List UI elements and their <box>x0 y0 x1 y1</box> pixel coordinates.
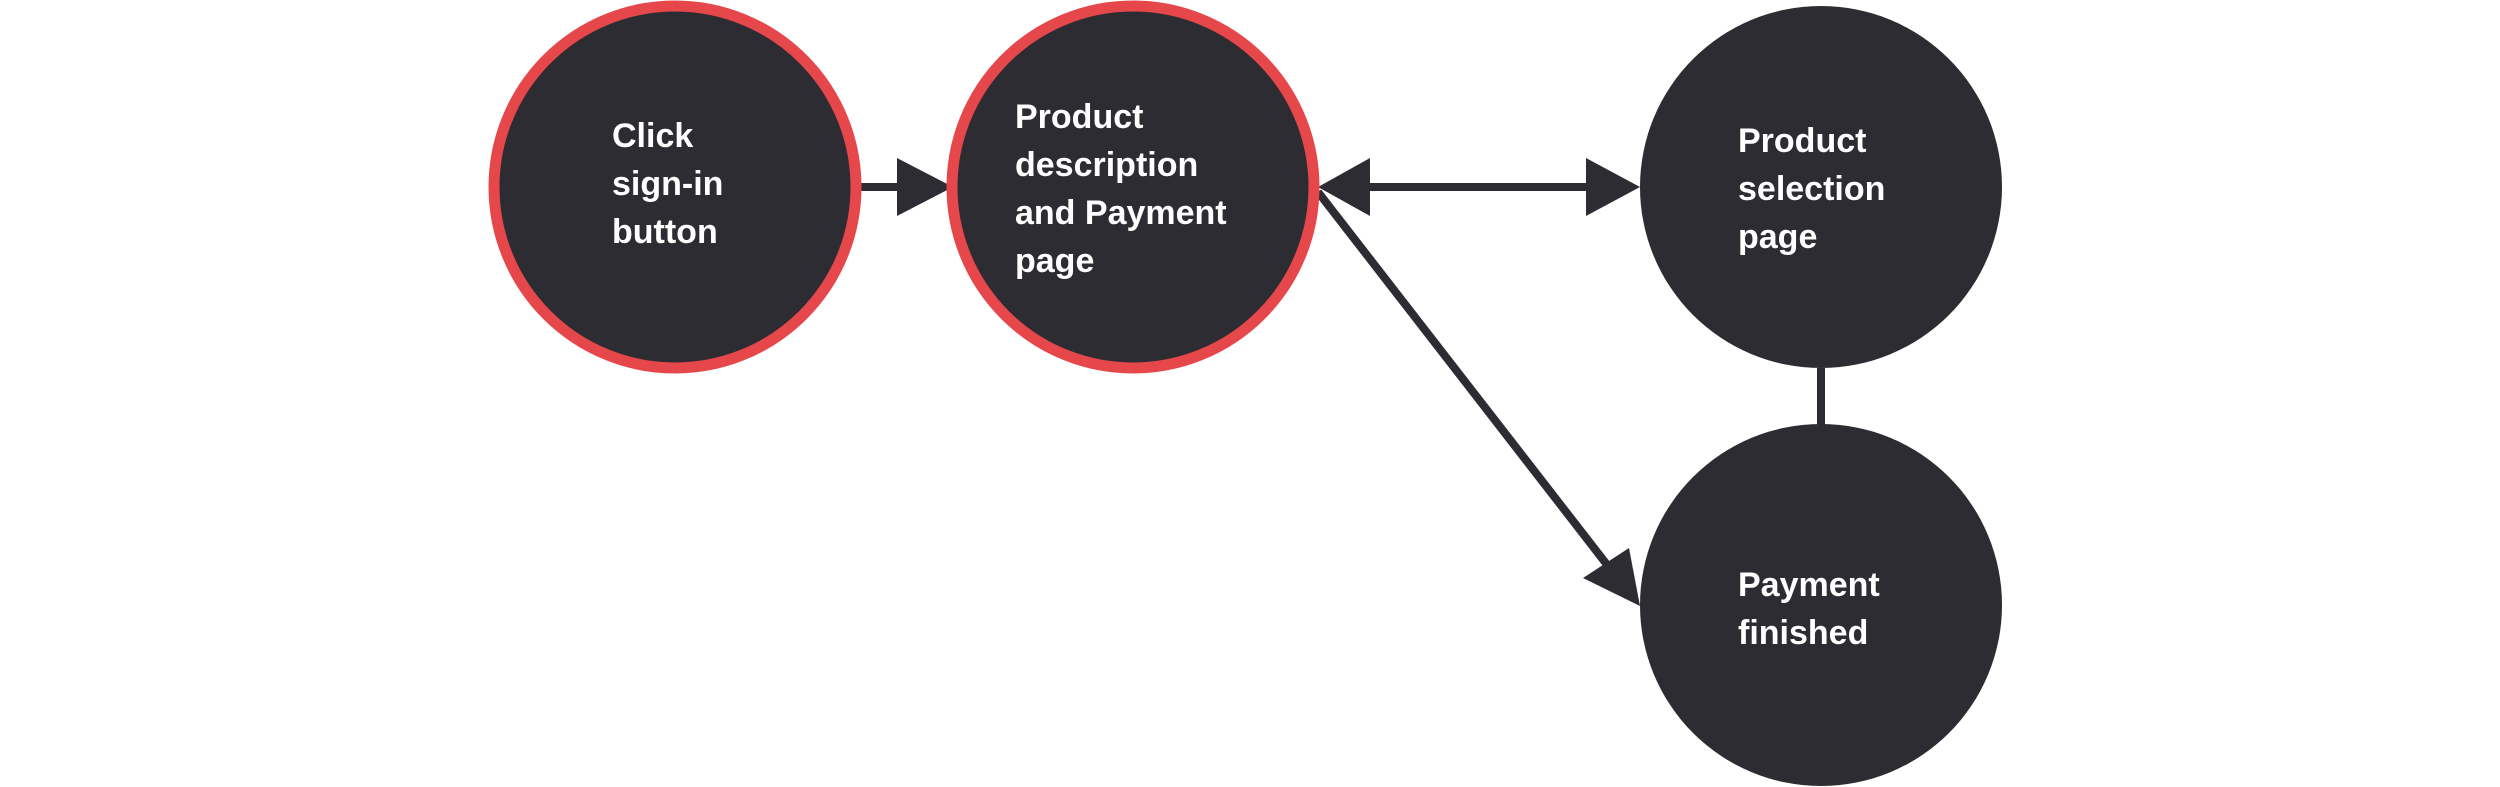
node-circle <box>488 0 862 374</box>
node-circle <box>946 0 1320 374</box>
node-click-signin: Click sign-in button <box>488 0 862 374</box>
node-label: Product description and Payment page <box>1015 98 1236 280</box>
nodes-layer: Click sign-in button Product description… <box>488 0 2002 786</box>
arrow-head-right <box>897 158 953 216</box>
node-payment-finished: Payment finished <box>1640 424 2002 786</box>
node-circle <box>1640 6 2002 368</box>
node-product-description-payment: Product description and Payment page <box>946 0 1320 374</box>
node-product-selection: Product selection page <box>1640 6 2002 368</box>
edge-signin-to-description <box>860 158 953 216</box>
arrow-head-diagonal <box>1583 548 1640 606</box>
node-circle <box>1640 424 2002 786</box>
node-label: Click sign-in button <box>612 117 733 251</box>
edge-description-to-selection <box>1318 158 1640 216</box>
node-label: Payment finished <box>1738 566 1889 652</box>
node-label: Product selection page <box>1738 122 1895 256</box>
edge-description-to-payment-finished <box>1314 189 1640 606</box>
arrow-head-left <box>1318 158 1370 216</box>
arrow-head-right <box>1586 158 1640 216</box>
edges-layer <box>860 158 1825 606</box>
